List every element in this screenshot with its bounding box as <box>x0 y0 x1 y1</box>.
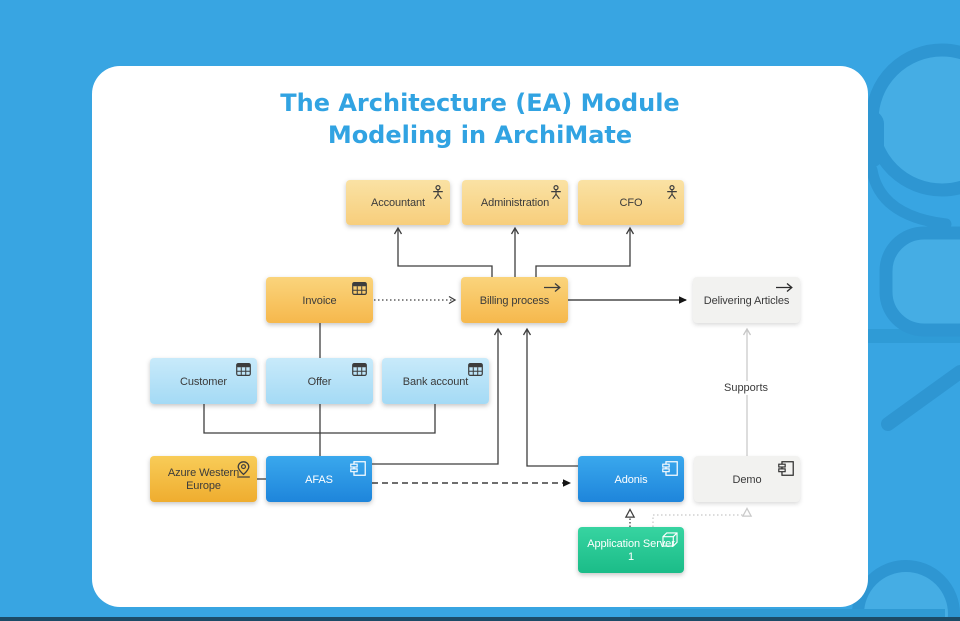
actor-icon <box>550 184 562 200</box>
component-icon <box>350 461 366 476</box>
node-invoice[interactable]: Invoice <box>266 277 373 323</box>
node-application-server-1[interactable]: Application Server 1 <box>578 527 684 573</box>
node-offer[interactable]: Offer <box>266 358 373 404</box>
node-label: Administration <box>480 197 550 210</box>
component-icon <box>662 461 678 476</box>
node-label: AFAS <box>305 473 333 486</box>
supports-label: Supports <box>719 381 773 395</box>
location-pin-icon <box>236 461 251 478</box>
node-label: Adonis <box>614 473 648 486</box>
actor-icon <box>432 184 444 200</box>
node-delivering-articles[interactable]: Delivering Articles <box>693 277 800 323</box>
node-label: Bank account <box>402 375 469 388</box>
node-bank-account[interactable]: Bank account <box>382 358 489 404</box>
node-label: CFO <box>619 197 643 210</box>
node-label: Delivering Articles <box>703 294 790 307</box>
bottom-bar <box>0 617 960 621</box>
node-label: Azure Western Europe <box>167 467 240 492</box>
node-label: Accountant <box>370 197 426 210</box>
page-title-line1: The Architecture (EA) Module <box>280 89 680 117</box>
node-accountant[interactable]: Accountant <box>346 180 450 225</box>
node-label: Invoice <box>302 294 337 307</box>
page-title: The Architecture (EA) Module Modeling in… <box>92 88 868 152</box>
node-label: Offer <box>307 375 332 388</box>
table-icon <box>352 282 367 295</box>
node-label: Customer <box>180 375 227 388</box>
node-customer[interactable]: Customer <box>150 358 257 404</box>
node-azure-western-europe[interactable]: Azure Western Europe <box>150 456 257 502</box>
table-icon <box>468 363 483 376</box>
node-billing-process[interactable]: Billing process <box>461 277 568 323</box>
node-demo[interactable]: Demo <box>694 456 800 502</box>
table-icon <box>352 363 367 376</box>
node-label: Application Server 1 <box>587 538 675 563</box>
node-administration[interactable]: Administration <box>462 180 568 225</box>
node-label: Billing process <box>479 294 550 307</box>
process-arrow-icon <box>775 282 794 293</box>
node-cfo[interactable]: CFO <box>578 180 684 225</box>
node-adonis[interactable]: Adonis <box>578 456 684 502</box>
component-icon <box>778 461 794 476</box>
node-cube-icon <box>662 532 678 547</box>
node-label: Demo <box>732 473 762 486</box>
process-arrow-icon <box>543 282 562 293</box>
node-afas[interactable]: AFAS <box>266 456 372 502</box>
table-icon <box>236 363 251 376</box>
actor-icon <box>666 184 678 200</box>
page-title-line2: Modeling in ArchiMate <box>327 120 633 149</box>
